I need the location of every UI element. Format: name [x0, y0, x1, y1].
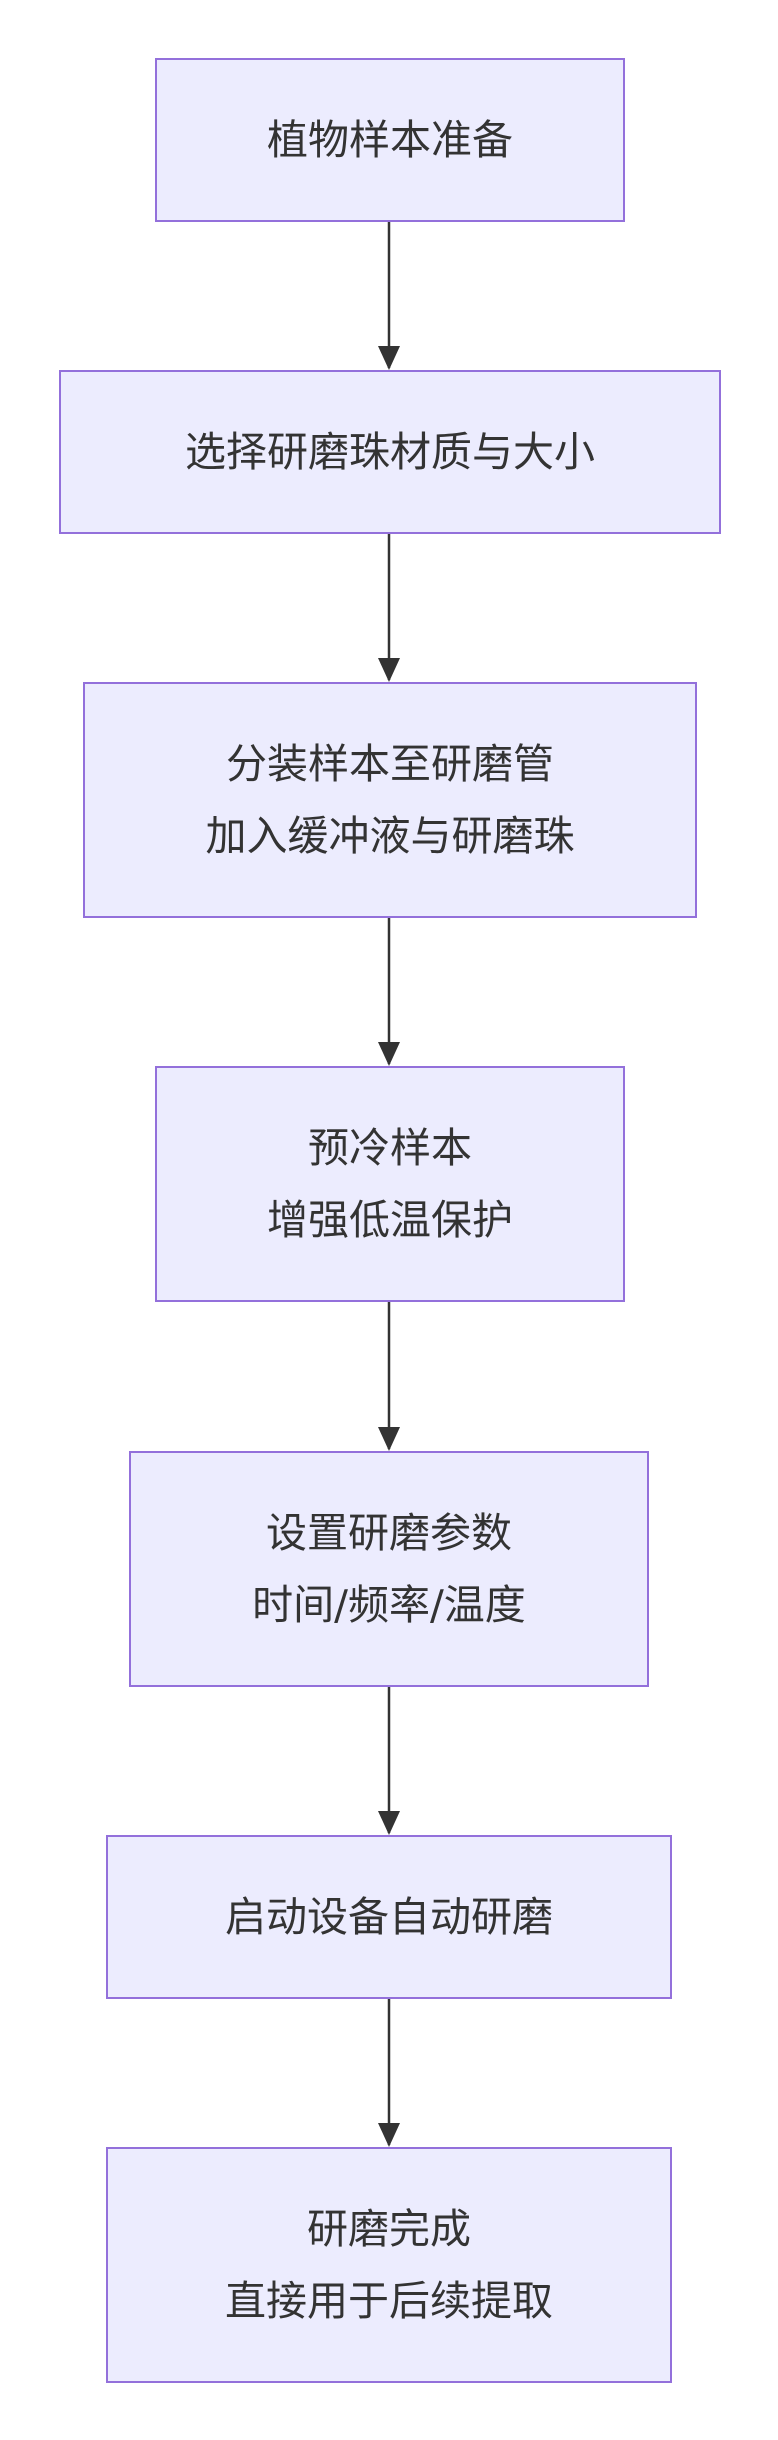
node-label-line-1: 研磨完成	[307, 2205, 471, 2253]
step-grinding-complete: 研磨完成 直接用于后续提取	[106, 2147, 672, 2383]
node-label-line-2: 时间/频率/温度	[252, 1581, 526, 1629]
node-label-line-2: 增强低温保护	[267, 1196, 513, 1244]
node-label-line-2: 直接用于后续提取	[225, 2277, 553, 2325]
arrowhead-1-to-2	[378, 346, 400, 370]
step-precool-sample: 预冷样本 增强低温保护	[155, 1066, 625, 1302]
node-label: 选择研磨珠材质与大小	[185, 428, 595, 476]
step-sample-preparation: 植物样本准备	[155, 58, 625, 222]
step-set-parameters: 设置研磨参数 时间/频率/温度	[129, 1451, 649, 1687]
step-dispense-sample: 分装样本至研磨管 加入缓冲液与研磨珠	[83, 682, 697, 918]
node-label: 植物样本准备	[267, 116, 513, 164]
arrowhead-4-to-5	[378, 1427, 400, 1451]
node-label-line-1: 预冷样本	[308, 1124, 472, 1172]
step-select-beads: 选择研磨珠材质与大小	[59, 370, 721, 534]
arrowhead-5-to-6	[378, 1811, 400, 1835]
node-label: 启动设备自动研磨	[225, 1893, 553, 1941]
arrowhead-6-to-7	[378, 2123, 400, 2147]
arrowhead-3-to-4	[378, 1042, 400, 1066]
node-label-line-1: 设置研磨参数	[266, 1509, 512, 1557]
node-label-line-2: 加入缓冲液与研磨珠	[205, 812, 575, 860]
arrowhead-2-to-3	[378, 658, 400, 682]
node-label-line-1: 分装样本至研磨管	[226, 740, 554, 788]
step-start-grinding: 启动设备自动研磨	[106, 1835, 672, 1999]
